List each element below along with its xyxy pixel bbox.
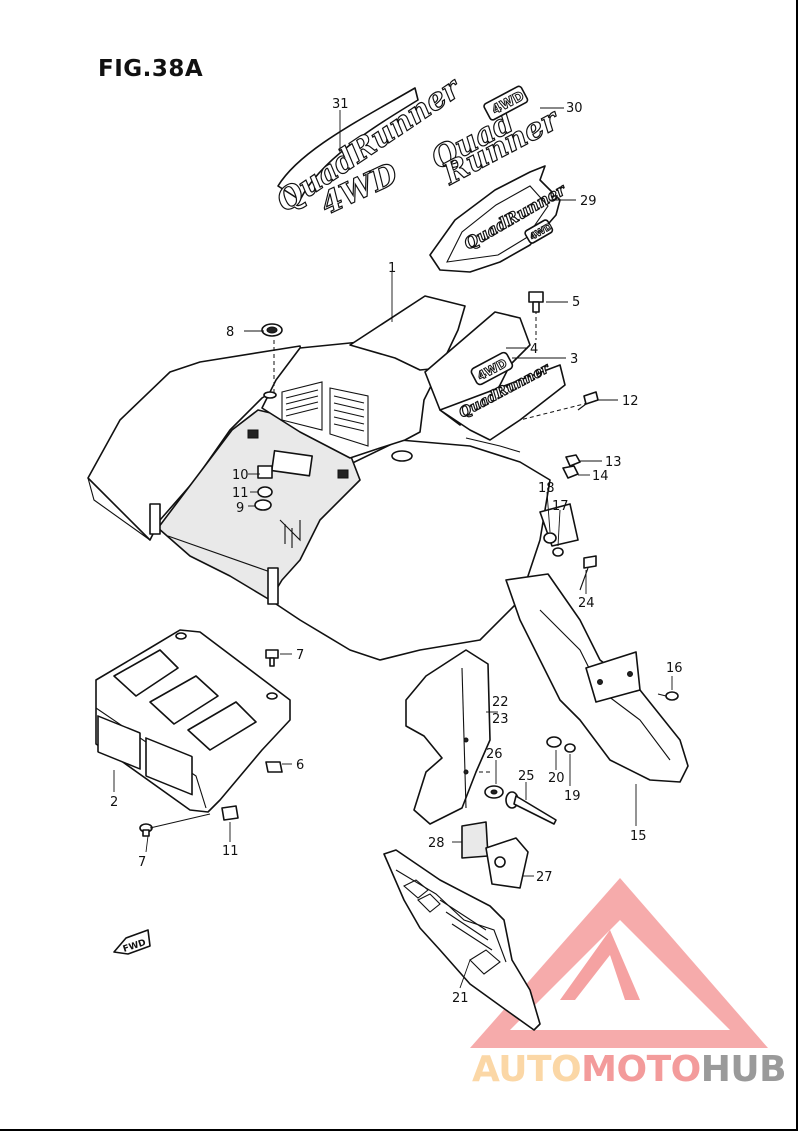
fastener-6-clip [265, 761, 283, 773]
fastener-15-nut [562, 465, 579, 479]
fastener-14-nut [565, 454, 581, 467]
fastener-7-top [265, 649, 279, 667]
fastener-5-bolt [528, 291, 544, 313]
part-28-bracket [485, 837, 529, 889]
grille-vents [281, 381, 369, 447]
callout-12: 11 [222, 844, 239, 859]
callout-20: 19 [564, 789, 581, 804]
part-2-front-panel [95, 629, 291, 813]
front-fender-assembly: 4WD QuadRunner [87, 295, 566, 661]
fastener-19-18 [543, 532, 564, 557]
callout-31: 30 [566, 101, 583, 116]
callout-13: 12 [622, 394, 639, 409]
callout-2: 2 [110, 795, 118, 810]
fwd-direction-marker: FWD [113, 929, 151, 955]
fastener-12-clip [221, 805, 239, 821]
watermark-text: AUTOMOTOHUB [472, 1049, 787, 1090]
callout-21: 20 [548, 771, 565, 786]
part-29-pad [461, 821, 489, 859]
callout-25: 24 [578, 596, 595, 611]
callout-27: 26 [486, 747, 503, 762]
callout-15: 14 [592, 469, 609, 484]
callout-5: 5 [572, 295, 580, 310]
callout-7-bottom: 7 [138, 855, 146, 870]
fastener-8-grommet [261, 323, 283, 337]
callout-3: 3 [570, 352, 578, 367]
leader-lines [113, 107, 673, 989]
callout-10: 10 [232, 468, 249, 483]
callout-14: 13 [605, 455, 622, 470]
callout-19: 18 [538, 481, 555, 496]
callout-16: 15 [630, 829, 647, 844]
callout-29: 28 [428, 836, 445, 851]
callout-7-top: 7 [296, 648, 304, 663]
callout-32: 31 [332, 97, 349, 112]
callout-23: 22 [492, 695, 509, 710]
callout-11: 11 [232, 486, 249, 501]
callout-6: 6 [296, 758, 304, 773]
part-23-24-inner-guard [405, 649, 491, 825]
callout-1: 1 [388, 261, 396, 276]
fastener-25-screw [579, 555, 597, 591]
callout-24: 23 [492, 712, 509, 727]
callout-17: 16 [666, 661, 683, 676]
fastener-10-11-9-stack [254, 465, 273, 511]
fastener-17-screw [657, 691, 679, 701]
callout-26: 25 [518, 769, 535, 784]
callout-8: 8 [226, 325, 234, 340]
callout-4: 4 [530, 342, 538, 357]
fastener-13-screw [577, 391, 599, 411]
callout-labels: 31 30 29 1 5 8 4 3 12 13 14 10 11 9 18 1… [110, 97, 683, 1006]
callout-30: 29 [580, 194, 597, 209]
watermark-logo [470, 878, 768, 1048]
callout-9: 9 [236, 501, 244, 516]
fastener-27-washer [484, 785, 504, 799]
figure-title: FIG.38A [98, 56, 204, 82]
fastener-21-20 [546, 736, 576, 753]
part-22-lower-guard [383, 849, 541, 1031]
callout-28: 27 [536, 870, 553, 885]
callout-18: 17 [552, 499, 569, 514]
fastener-7-bottom [139, 823, 153, 837]
fastener-26-rivet [505, 791, 557, 825]
callout-22: 21 [452, 991, 469, 1006]
